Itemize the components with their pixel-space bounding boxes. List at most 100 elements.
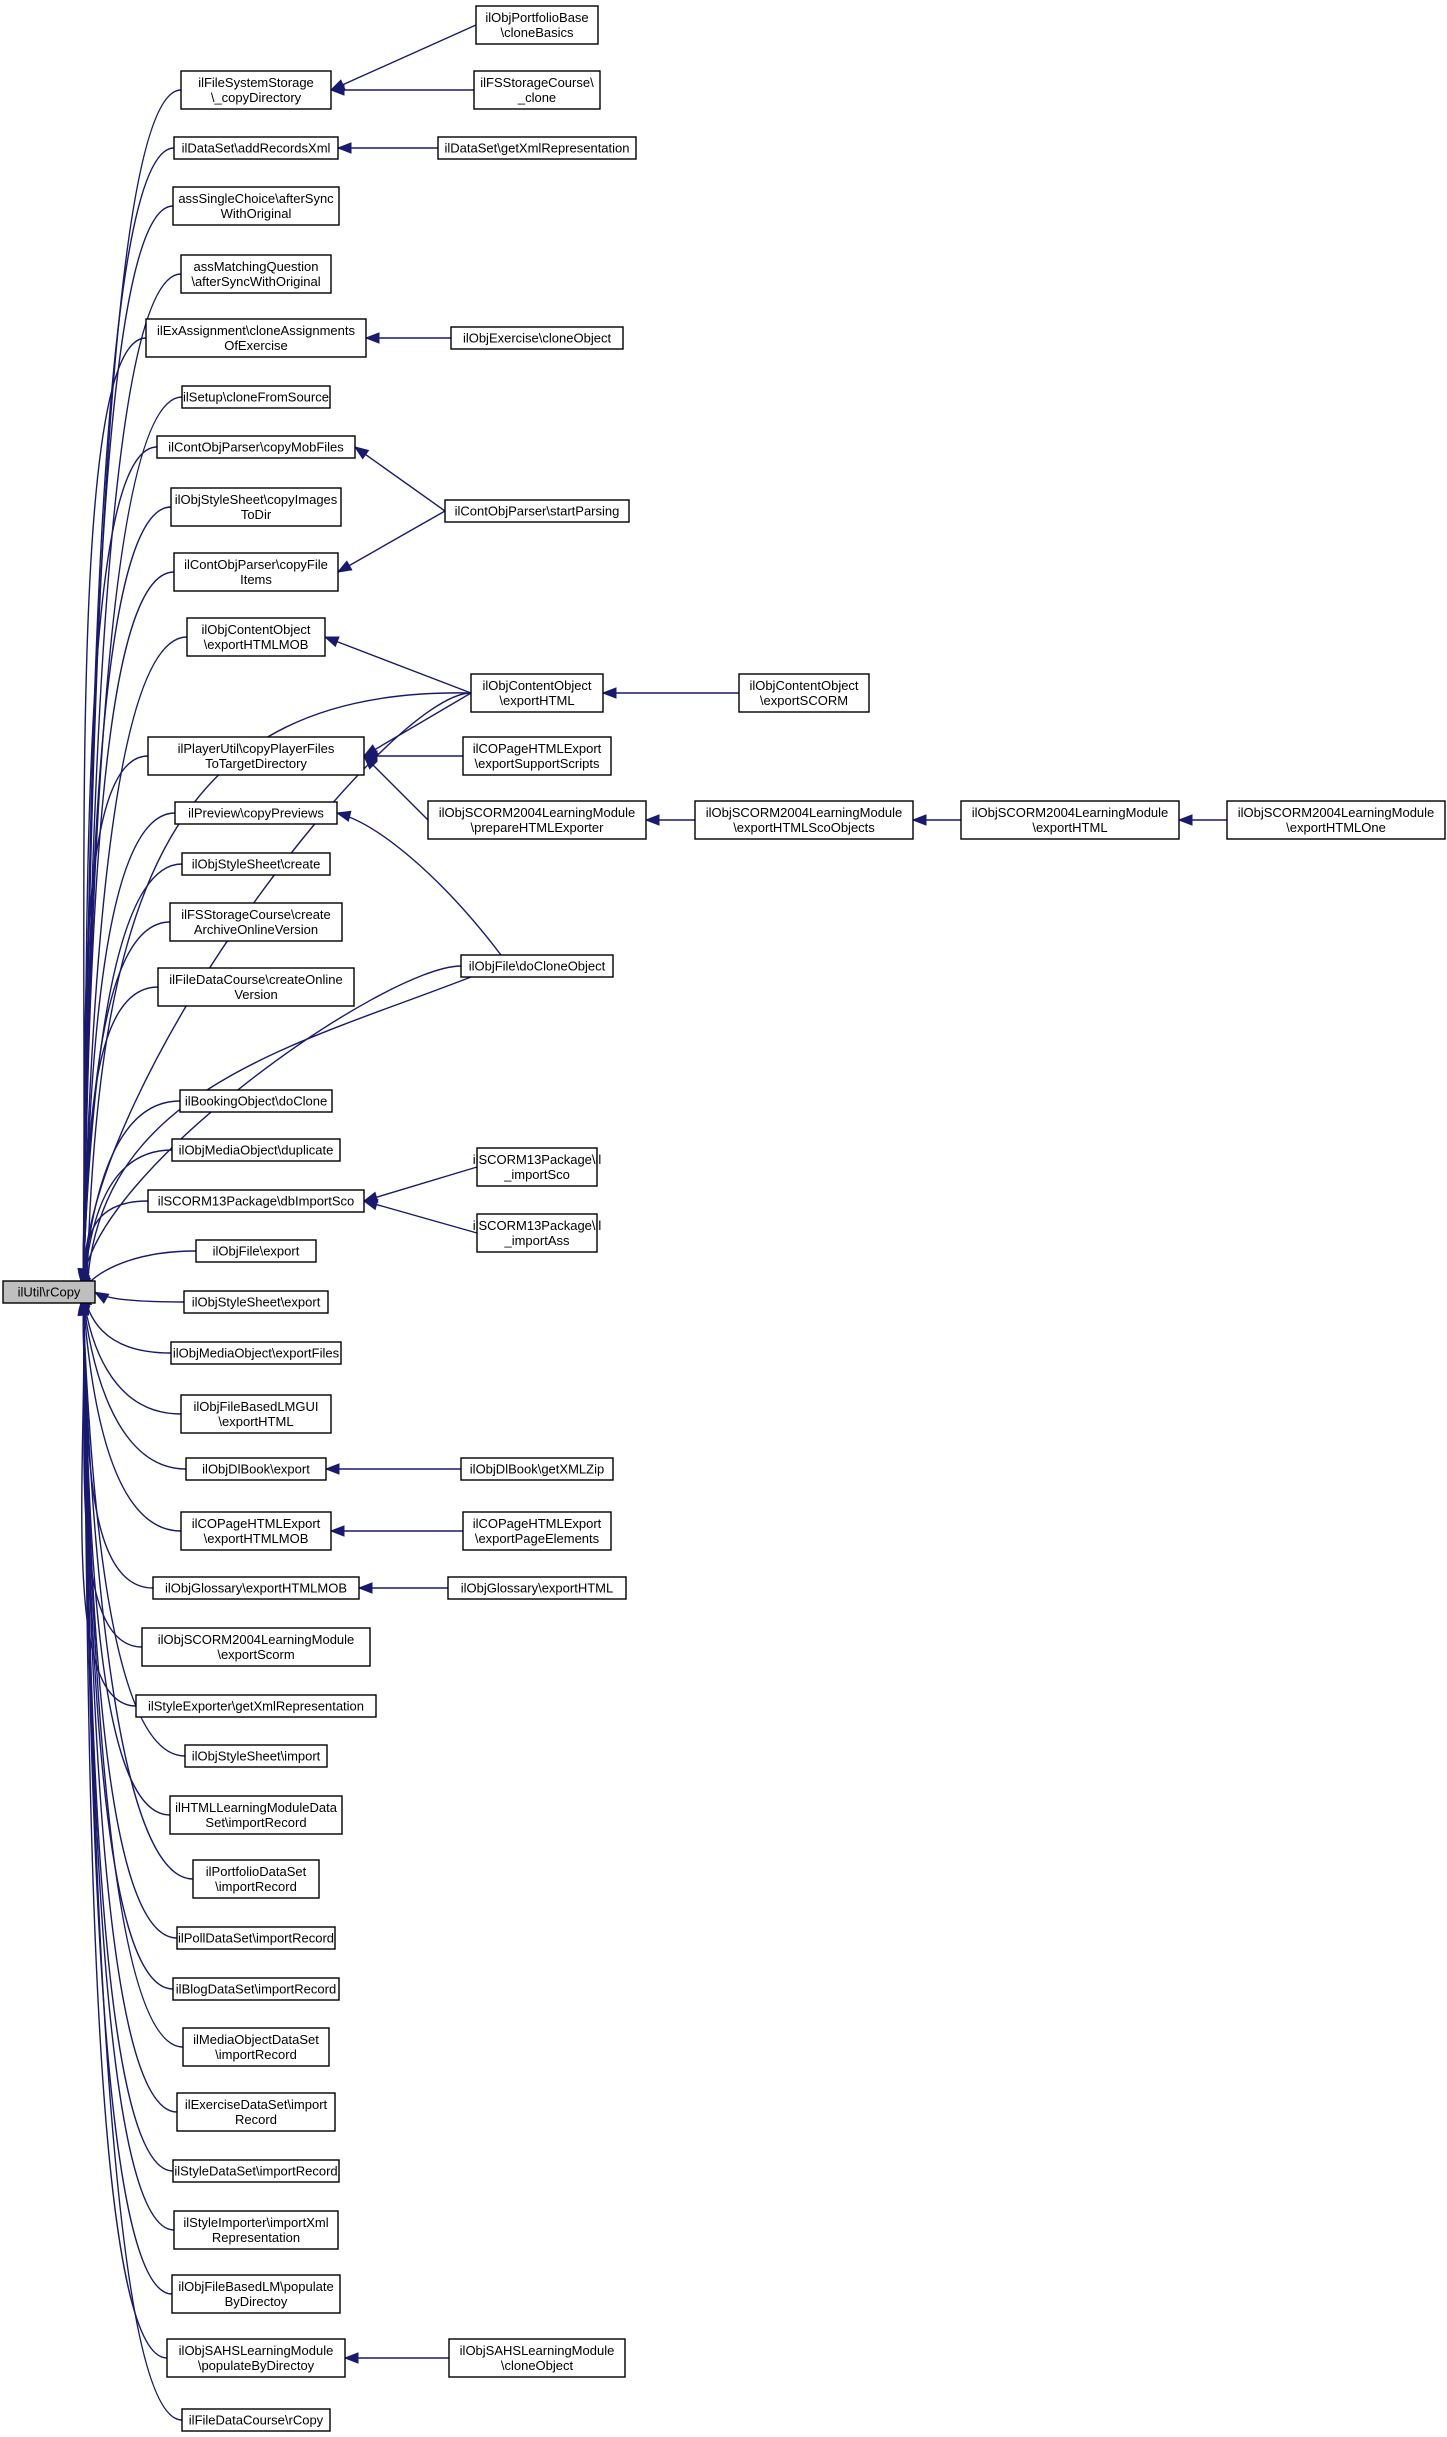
edge-ildataset-addrecordsxml-to-ilutil-rcopy — [82, 147, 175, 1283]
node-ilobjfilebasedlm-populatebydirectoy[interactable]: ilObjFileBasedLM\populateByDirectoy — [171, 2274, 341, 2314]
node-ilcontobjparser-copymobfiles[interactable]: ilContObjParser\copyMobFiles — [156, 435, 356, 459]
node-box — [172, 186, 340, 226]
node-ilobjstylesheet-create[interactable]: ilObjStyleSheet\create — [181, 852, 331, 876]
node-label: ilCOPageHTMLExport — [473, 1516, 602, 1531]
edge-ilsetup-clonefromsource-to-ilutil-rcopy — [82, 396, 183, 1283]
node-ilstyleexporter-getxmlrepresentation[interactable]: ilStyleExporter\getXmlRepresentation — [135, 1694, 377, 1718]
node-ilobjcontentobject-exportscorm[interactable]: ilObjContentObject\exportSCORM — [738, 673, 870, 713]
node-label: ilFileDataCourse\rCopy — [189, 2413, 324, 2428]
node-label: ilObjSCORM2004LearningModule — [1238, 805, 1435, 820]
node-ilstyledataset-importrecord[interactable]: ilStyleDataSet\importRecord — [172, 2159, 340, 2183]
node-asssinglechoice-aftersyncwithoriginal[interactable]: assSingleChoice\afterSyncWithOriginal — [172, 186, 340, 226]
node-ilobjdlbook-getxmlzip[interactable]: ilObjDlBook\getXMLZip — [460, 1457, 614, 1481]
node-label: ToTargetDirectory — [205, 756, 307, 771]
node-ilcopagehtmlexport-exportpageelements[interactable]: ilCOPageHTMLExport\exportPageElements — [462, 1511, 612, 1551]
node-label: \importRecord — [215, 1879, 297, 1894]
node-ilobjportfoliobase-clonebasics[interactable]: ilObjPortfolioBase\cloneBasics — [475, 5, 599, 45]
node-label: ilObjPortfolioBase — [485, 10, 588, 25]
node-label: ilObjDlBook\getXMLZip — [470, 1462, 604, 1477]
node-label: ilSCORM13Package\il — [473, 1152, 602, 1167]
node-ilfsstoragecourse-createarchiveonlineversion[interactable]: ilFSStorageCourse\createArchiveOnlineVer… — [169, 902, 343, 942]
node-ilobjdlbook-export[interactable]: ilObjDlBook\export — [185, 1457, 327, 1481]
node-ilobjcontentobject-exporthtmlmob[interactable]: ilObjContentObject\exportHTMLMOB — [186, 617, 326, 657]
edge-ilobjscorm2004learningmodule-exporthtmlscoobjects-to-ilobjscorm2004learningmodule-preparehtmlexporter-arrowhead — [644, 814, 660, 826]
edge-ilobjcontentobject-exporthtml-to-ilobjcontentobject-exporthtmlmob-arrowhead — [323, 636, 340, 648]
node-label: \exportPageElements — [475, 1531, 600, 1546]
node-ilsetup-clonefromsource[interactable]: ilSetup\cloneFromSource — [181, 385, 331, 409]
edge-ilobjexercise-cloneobject-to-ilexassignment-cloneassignmentsofexercise-arrowhead — [364, 332, 380, 344]
node-label: ilObjMediaObject\duplicate — [179, 1143, 334, 1158]
node-ilblogdataset-importrecord[interactable]: ilBlogDataSet\importRecord — [172, 1977, 340, 2001]
node-ilobjsahslearningmodule-cloneobject[interactable]: ilObjSAHSLearningModule\cloneObject — [448, 2338, 626, 2378]
node-ilpolldataset-importrecord[interactable]: ilPollDataSet\importRecord — [176, 1926, 336, 1950]
node-box — [470, 673, 604, 713]
edge-ilobjfile-docloneobject-to-ilutil-rcopy — [82, 965, 462, 1286]
node-box — [180, 1511, 332, 1551]
node-box — [172, 1977, 340, 2001]
node-ilpreview-copypreviews[interactable]: ilPreview\copyPreviews — [174, 801, 338, 825]
node-ilobjstylesheet-import[interactable]: ilObjStyleSheet\import — [184, 1744, 328, 1768]
node-ilobjstylesheet-export[interactable]: ilObjStyleSheet\export — [183, 1290, 329, 1314]
node-ilobjcontentobject-exporthtml[interactable]: ilObjContentObject\exportHTML — [470, 673, 604, 713]
node-ildataset-getxmlrepresentation[interactable]: ilDataSet\getXmlRepresentation — [437, 136, 637, 160]
node-ilscorm13package-dbimportsco[interactable]: ilSCORM13Package\dbImportSco — [147, 1189, 365, 1213]
node-ildataset-addrecordsxml[interactable]: ilDataSet\addRecordsXml — [173, 136, 339, 160]
node-ilexercisedataset-importrecord[interactable]: ilExerciseDataSet\importRecord — [176, 2092, 336, 2132]
node-ilmediaobjectdataset-importrecord[interactable]: ilMediaObjectDataSet\importRecord — [182, 2027, 330, 2067]
node-ilexassignment-cloneassignmentsofexercise[interactable]: ilExAssignment\cloneAssignmentsOfExercis… — [145, 318, 367, 358]
node-ilcopagehtmlexport-exporthtmlmob[interactable]: ilCOPageHTMLExport\exportHTMLMOB — [180, 1511, 332, 1551]
node-label: ilFileSystemStorage — [198, 75, 314, 90]
node-label: ilObjFileBasedLM\populate — [178, 2279, 333, 2294]
node-ilscorm13package-il-importass[interactable]: ilSCORM13Package\il_importAss — [473, 1213, 602, 1253]
node-ilobjscorm2004learningmodule-exporthtmlone[interactable]: ilObjSCORM2004LearningModule\exportHTMLO… — [1226, 800, 1446, 840]
node-ilportfoliodataset-importrecord[interactable]: ilPortfolioDataSet\importRecord — [192, 1859, 320, 1899]
node-ilscorm13package-il-importsco[interactable]: ilSCORM13Package\il_importSco — [473, 1147, 602, 1187]
node-box — [462, 1511, 612, 1551]
edge-ilobjfile-docloneobject-to-ilpreview-copypreviews-arrowhead — [335, 810, 352, 822]
node-ilobjfile-docloneobject[interactable]: ilObjFile\doCloneObject — [460, 954, 614, 978]
node-label: ilMediaObjectDataSet — [193, 2032, 319, 2047]
node-ilfsstoragecourse-clone[interactable]: ilFSStorageCourse\_clone — [473, 70, 601, 110]
node-ilobjscorm2004learningmodule-preparehtmlexporter[interactable]: ilObjSCORM2004LearningModule\prepareHTML… — [427, 800, 647, 840]
node-ilplayerutil-copyplayerfilestotargetdirectory[interactable]: ilPlayerUtil\copyPlayerFilesToTargetDire… — [147, 736, 365, 776]
node-ilobjglossary-exporthtmlmob[interactable]: ilObjGlossary\exportHTMLMOB — [152, 1576, 360, 1600]
node-label: assSingleChoice\afterSync — [178, 191, 334, 206]
node-box — [169, 902, 343, 942]
node-ilobjsahslearningmodule-populatebydirectoy[interactable]: ilObjSAHSLearningModule\populateByDirect… — [166, 2338, 346, 2378]
edge-ilfiledatacourse-rcopy-to-ilutil-rcopy-arrowhead — [77, 1300, 89, 1316]
node-label: \exportHTML — [499, 693, 574, 708]
node-box — [156, 435, 356, 459]
node-label: ilObjSCORM2004LearningModule — [158, 1632, 355, 1647]
node-label: ilStyleExporter\getXmlRepresentation — [148, 1699, 364, 1714]
node-label: ilObjFileBasedLMGUI — [194, 1399, 319, 1414]
node-box — [176, 2092, 336, 2132]
node-ilobjscorm2004learningmodule-exportscorm[interactable]: ilObjSCORM2004LearningModule\exportScorm — [141, 1627, 371, 1667]
node-ilcopagehtmlexport-exportsupportscripts[interactable]: ilCOPageHTMLExport\exportSupportScripts — [462, 736, 612, 776]
node-assmatchingquestion-aftersyncwithoriginal[interactable]: assMatchingQuestion\afterSyncWithOrigina… — [180, 254, 332, 294]
node-label: OfExercise — [224, 338, 288, 353]
node-ilobjglossary-exporthtml[interactable]: ilObjGlossary\exportHTML — [447, 1576, 627, 1600]
node-ilobjfilebasedlmgui-exporthtml[interactable]: ilObjFileBasedLMGUI\exportHTML — [180, 1394, 332, 1434]
node-label: ToDir — [241, 507, 272, 522]
node-ilfilesystemstorage-copydirectory[interactable]: ilFileSystemStorage\_copyDirectory — [180, 70, 332, 110]
node-label: \exportSCORM — [760, 693, 848, 708]
node-ilcontobjparser-startparsing[interactable]: ilContObjParser\startParsing — [444, 499, 630, 523]
node-label: \exportHTMLMOB — [204, 1531, 309, 1546]
node-label: \exportHTML — [218, 1414, 293, 1429]
node-ilbookingobject-doclone[interactable]: ilBookingObject\doClone — [179, 1089, 333, 1113]
node-box — [157, 967, 355, 1007]
node-ilobjscorm2004learningmodule-exporthtml[interactable]: ilObjSCORM2004LearningModule\exportHTML — [960, 800, 1180, 840]
node-ilutil-rcopy[interactable]: ilUtil\rCopy — [2, 1280, 96, 1304]
node-ilobjmediaobject-duplicate[interactable]: ilObjMediaObject\duplicate — [171, 1138, 341, 1162]
node-ilobjfile-export[interactable]: ilObjFile\export — [195, 1239, 317, 1263]
node-ilfiledatacourse-rcopy[interactable]: ilFileDataCourse\rCopy — [181, 2408, 331, 2432]
node-ilobjscorm2004learningmodule-exporthtmlscoobjects[interactable]: ilObjSCORM2004LearningModule\exportHTMLS… — [694, 800, 914, 840]
node-ilobjmediaobject-exportfiles[interactable]: ilObjMediaObject\exportFiles — [170, 1341, 342, 1365]
node-ilobjexercise-cloneobject[interactable]: ilObjExercise\cloneObject — [450, 326, 624, 350]
